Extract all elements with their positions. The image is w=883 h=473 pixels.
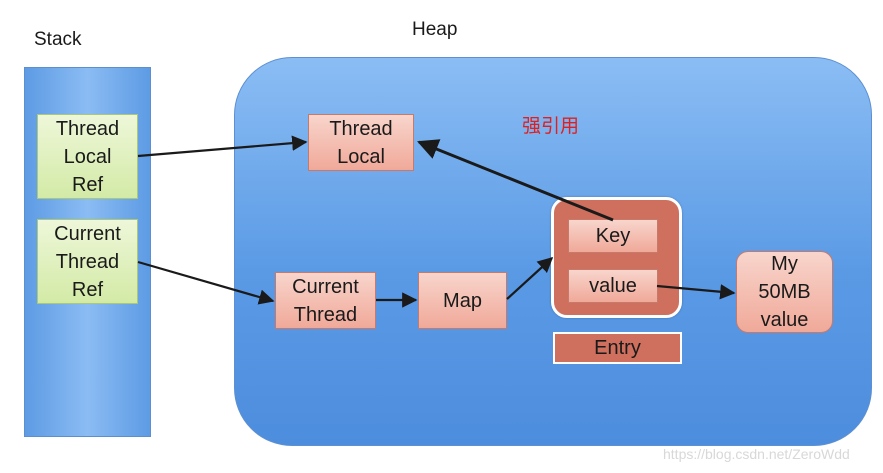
thread-local-label: Thread Local — [329, 117, 393, 168]
entry-value-label: value — [589, 275, 637, 297]
arrow-current-thread-ref-to-current-thread — [137, 260, 275, 305]
heap-title: Heap — [412, 19, 458, 40]
entry-key-label: Key — [595, 225, 631, 247]
current-thread-ref-label: Current Thread Ref — [54, 222, 121, 301]
entry-value-box: value — [568, 269, 658, 303]
current-thread-label: Current Thread — [292, 275, 359, 326]
thread-local-box: Thread Local — [308, 114, 414, 171]
thread-local-ref-label: Thread Local Ref — [55, 117, 120, 196]
my-value-box: My 50MB value — [736, 251, 833, 333]
current-thread-box: Current Thread — [275, 272, 376, 329]
current-thread-ref-box: Current Thread Ref — [37, 219, 138, 304]
arrow-key-to-thread-local — [417, 139, 614, 222]
map-label: Map — [443, 289, 482, 312]
watermark: https://blog.csdn.net/ZeroWdd — [663, 446, 850, 462]
stack-title: Stack — [34, 29, 82, 50]
map-box: Map — [418, 272, 507, 329]
thread-local-ref-box: Thread Local Ref — [37, 114, 138, 199]
strong-reference-note: 强引用 — [522, 115, 580, 137]
my-value-label: My 50MB value — [758, 253, 811, 331]
arrow-value-to-my-value — [656, 284, 736, 300]
entry-label-bar: Entry — [553, 332, 682, 364]
arrow-map-to-entry — [506, 256, 554, 300]
arrow-thread-local-ref-to-thread-local — [137, 135, 308, 158]
